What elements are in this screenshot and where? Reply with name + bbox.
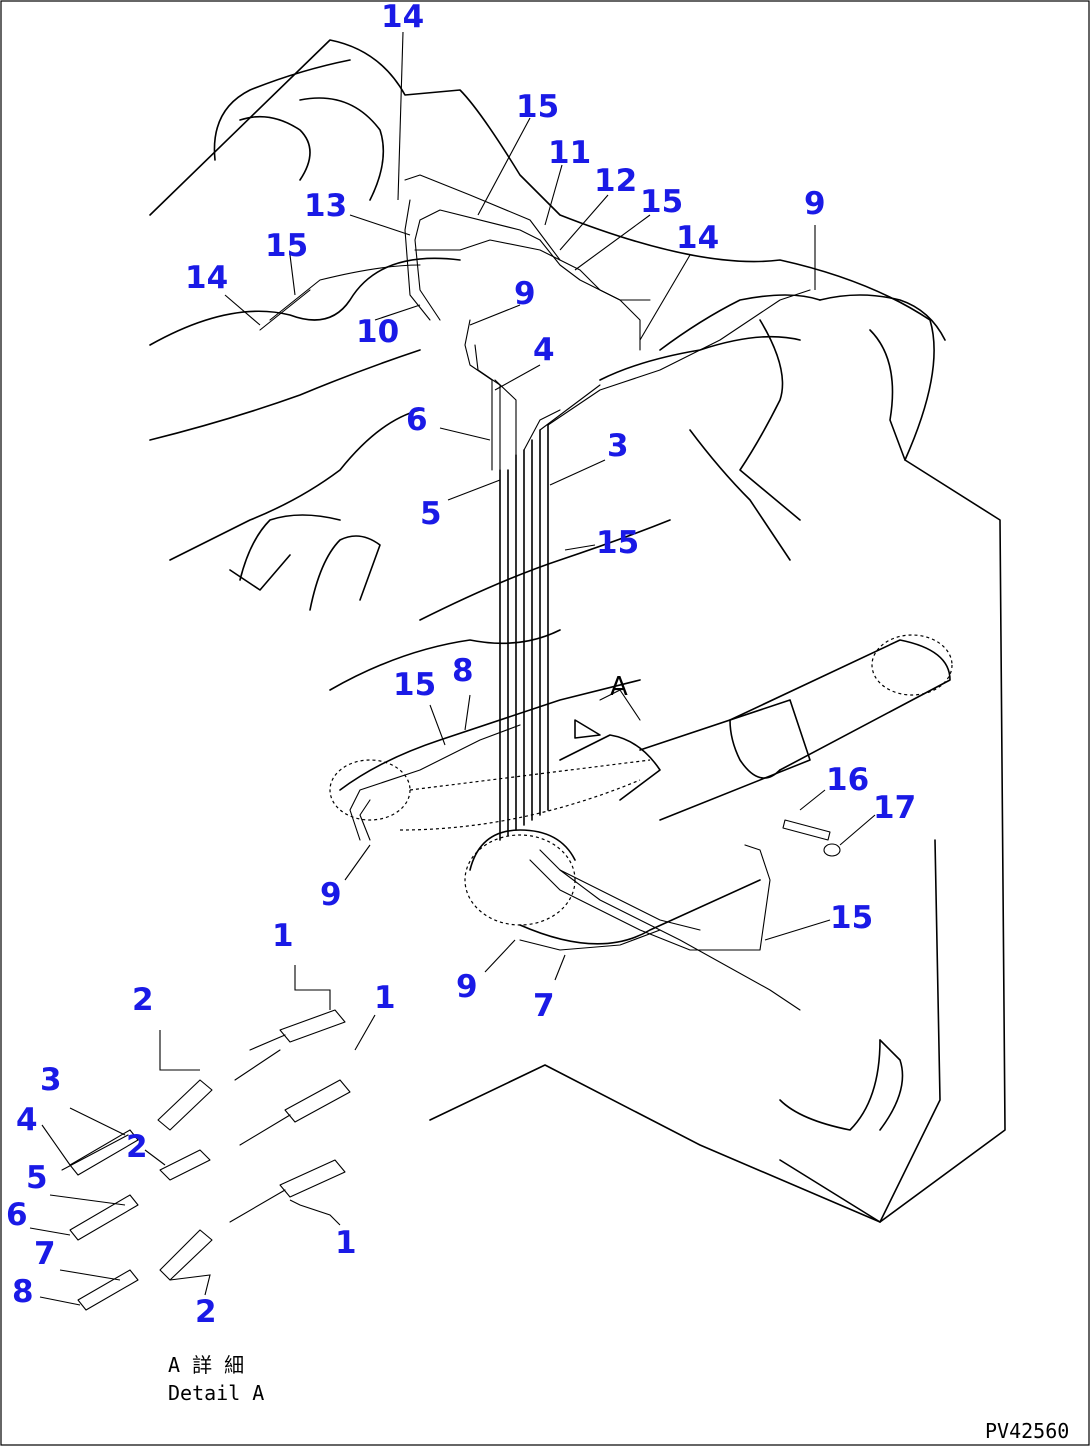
callout-3: 3	[607, 428, 629, 464]
pipe-bundle	[259, 174, 811, 1011]
callout-1: 1	[374, 980, 396, 1016]
callout-4: 4	[16, 1102, 38, 1138]
callout-8: 8	[452, 653, 474, 689]
callout-9: 9	[320, 877, 342, 913]
callout-10: 10	[356, 314, 399, 350]
callout-4: 4	[533, 332, 555, 368]
callout-15: 15	[265, 228, 308, 264]
leader-lines	[29, 31, 876, 1306]
detail-caption-english: Detail A	[168, 1381, 264, 1405]
callout-9: 9	[514, 276, 536, 312]
callout-17: 17	[873, 790, 916, 826]
callout-1: 1	[272, 918, 294, 954]
main-assembly	[149, 39, 1006, 1223]
callout-9: 9	[456, 969, 478, 1005]
callout-1: 1	[335, 1225, 357, 1261]
callout-15: 15	[640, 184, 683, 220]
callout-11: 11	[548, 135, 591, 171]
callout-7: 7	[34, 1236, 56, 1272]
detail-caption-japanese: A 詳 細	[168, 1353, 244, 1377]
callout-2: 2	[126, 1129, 148, 1165]
callout-14: 14	[381, 0, 424, 35]
callout-6: 6	[406, 402, 428, 438]
callout-A: A	[610, 672, 628, 702]
callout-15: 15	[830, 900, 873, 936]
callout-3: 3	[40, 1062, 62, 1098]
callout-14: 14	[185, 260, 228, 296]
callout-12: 12	[594, 163, 637, 199]
detail-a-parts	[61, 1009, 351, 1311]
callout-15: 15	[393, 667, 436, 703]
callout-6: 6	[6, 1197, 28, 1233]
callout-2: 2	[132, 982, 154, 1018]
callout-14: 14	[676, 220, 719, 256]
callout-7: 7	[533, 988, 555, 1024]
callout-5: 5	[26, 1160, 48, 1196]
bolt-washer	[782, 819, 841, 857]
callout-5: 5	[420, 496, 442, 532]
drawing-code: PV42560	[985, 1419, 1069, 1443]
callouts: 14 15 11 12 15 13 15 14 9 14 9 10 4 6 3 …	[6, 0, 916, 1330]
callout-9: 9	[804, 186, 826, 222]
callout-2: 2	[195, 1294, 217, 1330]
callout-8: 8	[12, 1274, 34, 1310]
callout-13: 13	[304, 188, 347, 224]
callout-15: 15	[516, 89, 559, 125]
callout-16: 16	[826, 762, 869, 798]
callout-15: 15	[596, 525, 639, 561]
